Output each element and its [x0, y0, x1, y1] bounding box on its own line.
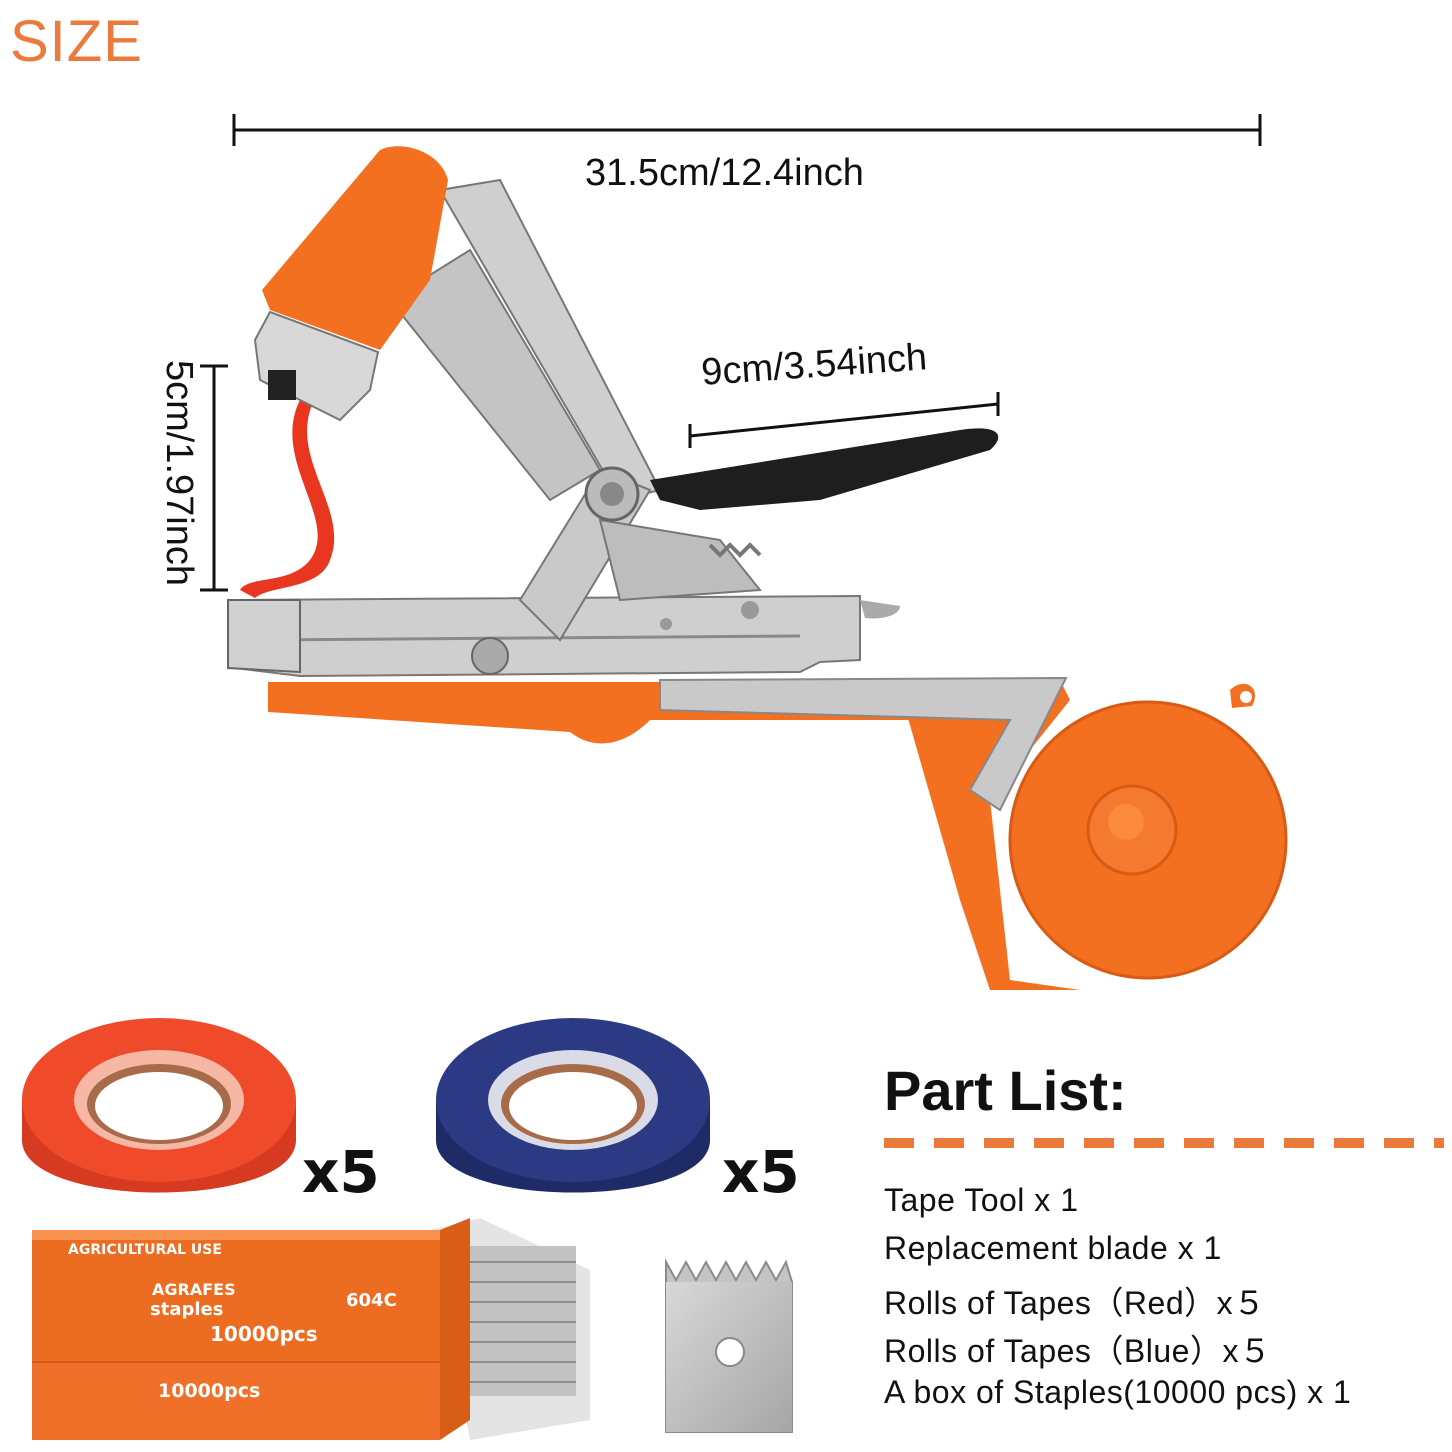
- page-title: SIZE: [10, 9, 143, 74]
- staples-box-type: staples: [150, 1299, 224, 1320]
- length-dimension-label: 31.5cm/12.4inch: [585, 152, 864, 194]
- part-list-title: Part List:: [884, 1059, 1127, 1122]
- staples-box-model: 604C: [346, 1290, 397, 1311]
- blue-tape-quantity: x5: [722, 1138, 800, 1206]
- staples-box-top-label: AGRICULTURAL USE: [68, 1242, 222, 1258]
- part-list-item: A box of Staples(10000 pcs) x 1: [884, 1374, 1352, 1410]
- staples-box-brand: AGRAFES: [152, 1280, 236, 1299]
- part-list-item: Rolls of Tapes（Blue）x５: [884, 1333, 1272, 1369]
- part-list-item: Replacement blade x 1: [884, 1230, 1222, 1266]
- part-list-item: Rolls of Tapes（Red）x５: [884, 1285, 1266, 1321]
- staples-box-count: 10000pcs: [210, 1322, 318, 1346]
- staples-box-bottom-count: 10000pcs: [158, 1380, 261, 1402]
- part-list-divider: [884, 1138, 1444, 1148]
- red-tape-quantity: x5: [302, 1138, 380, 1206]
- part-list-item: Tape Tool x 1: [884, 1182, 1079, 1218]
